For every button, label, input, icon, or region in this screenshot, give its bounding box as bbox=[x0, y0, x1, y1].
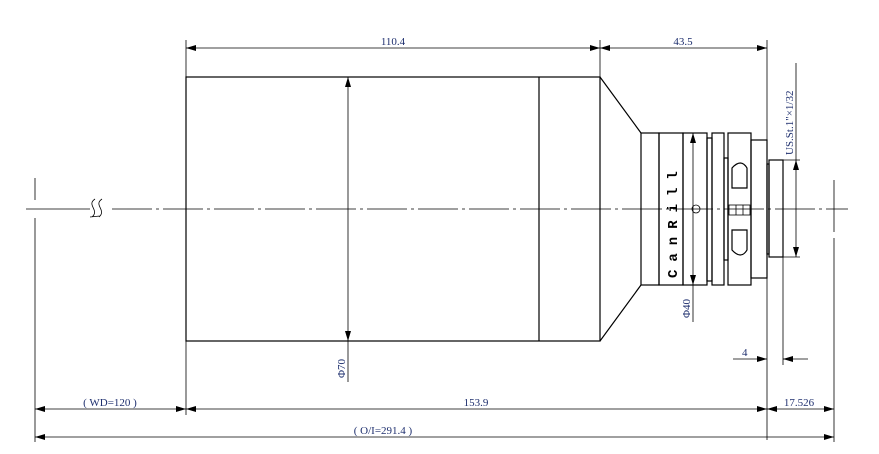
break-symbol bbox=[89, 198, 103, 218]
dim-back-focal: 17.526 bbox=[784, 397, 815, 409]
dimension-lines bbox=[35, 45, 834, 440]
dim-total-length: 153.9 bbox=[464, 397, 489, 409]
lens-front-rings bbox=[640, 132, 784, 286]
dim-object-to-image: ( O/I=291.4 ) bbox=[354, 425, 413, 437]
dim-body-length: 110.4 bbox=[381, 36, 406, 48]
dim-front-diameter: Φ40 bbox=[681, 298, 693, 318]
brand-label: CanRill bbox=[666, 163, 682, 278]
dim-flange-offset: 4 bbox=[742, 347, 748, 359]
lens-barrel bbox=[185, 76, 642, 342]
extension-lines bbox=[34, 40, 835, 442]
dim-mount-length: 43.5 bbox=[673, 36, 693, 48]
dim-thread: US.St.1"×1/32 bbox=[784, 91, 796, 156]
dim-working-distance: ( WD=120 ) bbox=[83, 397, 137, 409]
dim-barrel-diameter: Φ70 bbox=[336, 358, 348, 378]
